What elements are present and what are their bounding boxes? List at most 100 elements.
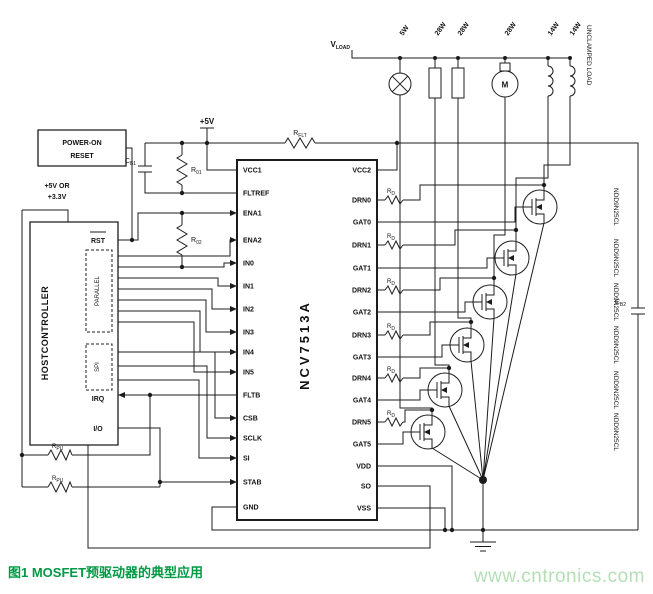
- por-line1: POWER-ON: [62, 140, 101, 147]
- rpu2-label: RPU: [52, 476, 64, 484]
- pin-drn5: DRN5: [352, 420, 371, 427]
- pin-in2: IN2: [243, 307, 254, 314]
- host-controller-block: HOSTCONTROLLER RST PARALLEL SPI IRQ I/O: [30, 222, 118, 445]
- unclamped-load-label: UNCLAMPED LOAD: [585, 25, 592, 86]
- host-supply-label-2: +3.3V: [48, 194, 67, 201]
- ground-wires: [88, 445, 638, 548]
- watt-label-4: 14W: [547, 21, 561, 37]
- rd5-label: RD: [387, 411, 395, 419]
- pin-arrows: [118, 210, 237, 485]
- pin-gat5: GAT5: [353, 442, 371, 449]
- pin-vcc2: VCC2: [352, 168, 371, 175]
- junction-dots: [19, 56, 572, 533]
- power-on-reset-block: POWER-ON RESET: [38, 130, 126, 166]
- drain-resistors: [385, 196, 403, 426]
- cb1-label: CB1: [125, 158, 136, 167]
- watt-label-1: 28W: [434, 21, 448, 37]
- capacitor-cb1: [138, 166, 152, 172]
- mosfet-q1: [494, 240, 530, 276]
- pin-drn2: DRN2: [352, 288, 371, 295]
- resistor-r02: [177, 225, 187, 255]
- pin-in4: IN4: [243, 350, 254, 357]
- mosfet-q0: [522, 189, 558, 225]
- mosfet-q2: [472, 284, 508, 320]
- watt-label-3: 28W: [504, 21, 518, 37]
- pin-fltref: FLTREF: [243, 191, 270, 198]
- pin-si: SI: [243, 456, 250, 463]
- host-parallel-label: PARALLEL: [95, 275, 101, 306]
- figure-caption: 图1 MOSFET预驱动器的典型应用: [8, 565, 204, 580]
- r01-label: R01: [191, 167, 202, 176]
- mosfet-q4: [427, 372, 463, 408]
- pin-ena1: ENA1: [243, 211, 262, 218]
- pin-drn1: DRN1: [352, 243, 371, 250]
- pin-ena2: ENA2: [243, 238, 262, 245]
- resistor-r01: [177, 155, 187, 185]
- cb2-label: CB2: [615, 299, 626, 308]
- r02-label: R02: [191, 237, 202, 246]
- pin-gnd: GND: [243, 505, 259, 512]
- motor-load: M: [492, 58, 518, 108]
- watt-label-5: 14W: [569, 21, 583, 37]
- rd2-label: RD: [387, 279, 395, 287]
- watt-label-2: 28W: [457, 21, 471, 37]
- pin-in5: IN5: [243, 370, 254, 377]
- ic-name: NCV7513A: [297, 300, 312, 390]
- resistor-rpu-2: [48, 482, 72, 492]
- pin-gat0: GAT0: [353, 220, 371, 227]
- host-signal-wires: [112, 148, 237, 487]
- mosfet-q3: [449, 327, 485, 363]
- rd0-label: RD: [387, 189, 395, 197]
- mosfet-part-5: NDD9N25CL: [612, 413, 619, 451]
- resistor-rflt: [285, 138, 315, 148]
- source-wires: [432, 223, 544, 480]
- pin-fltb: FLTB: [243, 393, 260, 400]
- pin-drn4: DRN4: [352, 376, 371, 383]
- pin-in0: IN0: [243, 261, 254, 268]
- host-title: HOSTCONTROLLER: [40, 286, 50, 381]
- ground-symbol: [470, 542, 496, 551]
- mosfet-q5: [410, 414, 446, 450]
- inductor-load-2-unclamped: [570, 58, 575, 108]
- watt-label-0: 5W: [399, 24, 411, 37]
- pin-so: SO: [361, 484, 372, 491]
- host-irq-label: IRQ: [92, 396, 105, 403]
- mosfet-part-2: NDD9N25CL: [612, 283, 619, 321]
- rd4-label: RD: [387, 367, 395, 375]
- host-supply-label-1: +5V OR: [44, 183, 69, 190]
- pin-drn3: DRN3: [352, 333, 371, 340]
- resistor-rpu-1: [48, 450, 72, 460]
- rpu1-label: RPU: [52, 444, 64, 452]
- supply-wires: [22, 50, 638, 530]
- vload-label: VLOAD: [330, 40, 350, 51]
- pin-gat4: GAT4: [353, 398, 371, 405]
- host-spi-label: SPI: [95, 362, 101, 372]
- mosfet-part-0: NDD9N25CL: [612, 188, 619, 226]
- load-drain-wires: [400, 108, 570, 415]
- resistor-load-1: [429, 58, 441, 108]
- rd1-label: RD: [387, 234, 395, 242]
- host-io-label: I/O: [93, 426, 103, 433]
- gate-wires: [377, 207, 523, 444]
- rflt-label: RFLT: [293, 130, 307, 139]
- host-rst-label: RST: [91, 238, 106, 245]
- pin-vdd: VDD: [356, 464, 371, 471]
- pin-in1: IN1: [243, 284, 254, 291]
- pin-sclk: SCLK: [243, 436, 262, 443]
- pin-vss: VSS: [357, 506, 371, 513]
- capacitor-cb2: [631, 308, 645, 314]
- pin-vcc1: VCC1: [243, 168, 262, 175]
- mosfet-part-1: NDD9N25CL: [612, 239, 619, 277]
- watermark: www.cntronics.com: [473, 566, 645, 587]
- pin-gat2: GAT2: [353, 310, 371, 317]
- inductor-load-1: [548, 58, 553, 108]
- pin-stab: STAB: [243, 480, 262, 487]
- por-line2: RESET: [70, 153, 94, 160]
- lamp-load: [389, 58, 411, 108]
- pin-gat3: GAT3: [353, 355, 371, 362]
- mosfet-part-4: NDD9N25CL: [612, 371, 619, 409]
- resistor-load-2: [452, 58, 464, 108]
- pin-csb: CSB: [243, 416, 258, 423]
- schematic: M POWER-ON RESET HOSTCONTROLLER RST PARA…: [19, 21, 653, 556]
